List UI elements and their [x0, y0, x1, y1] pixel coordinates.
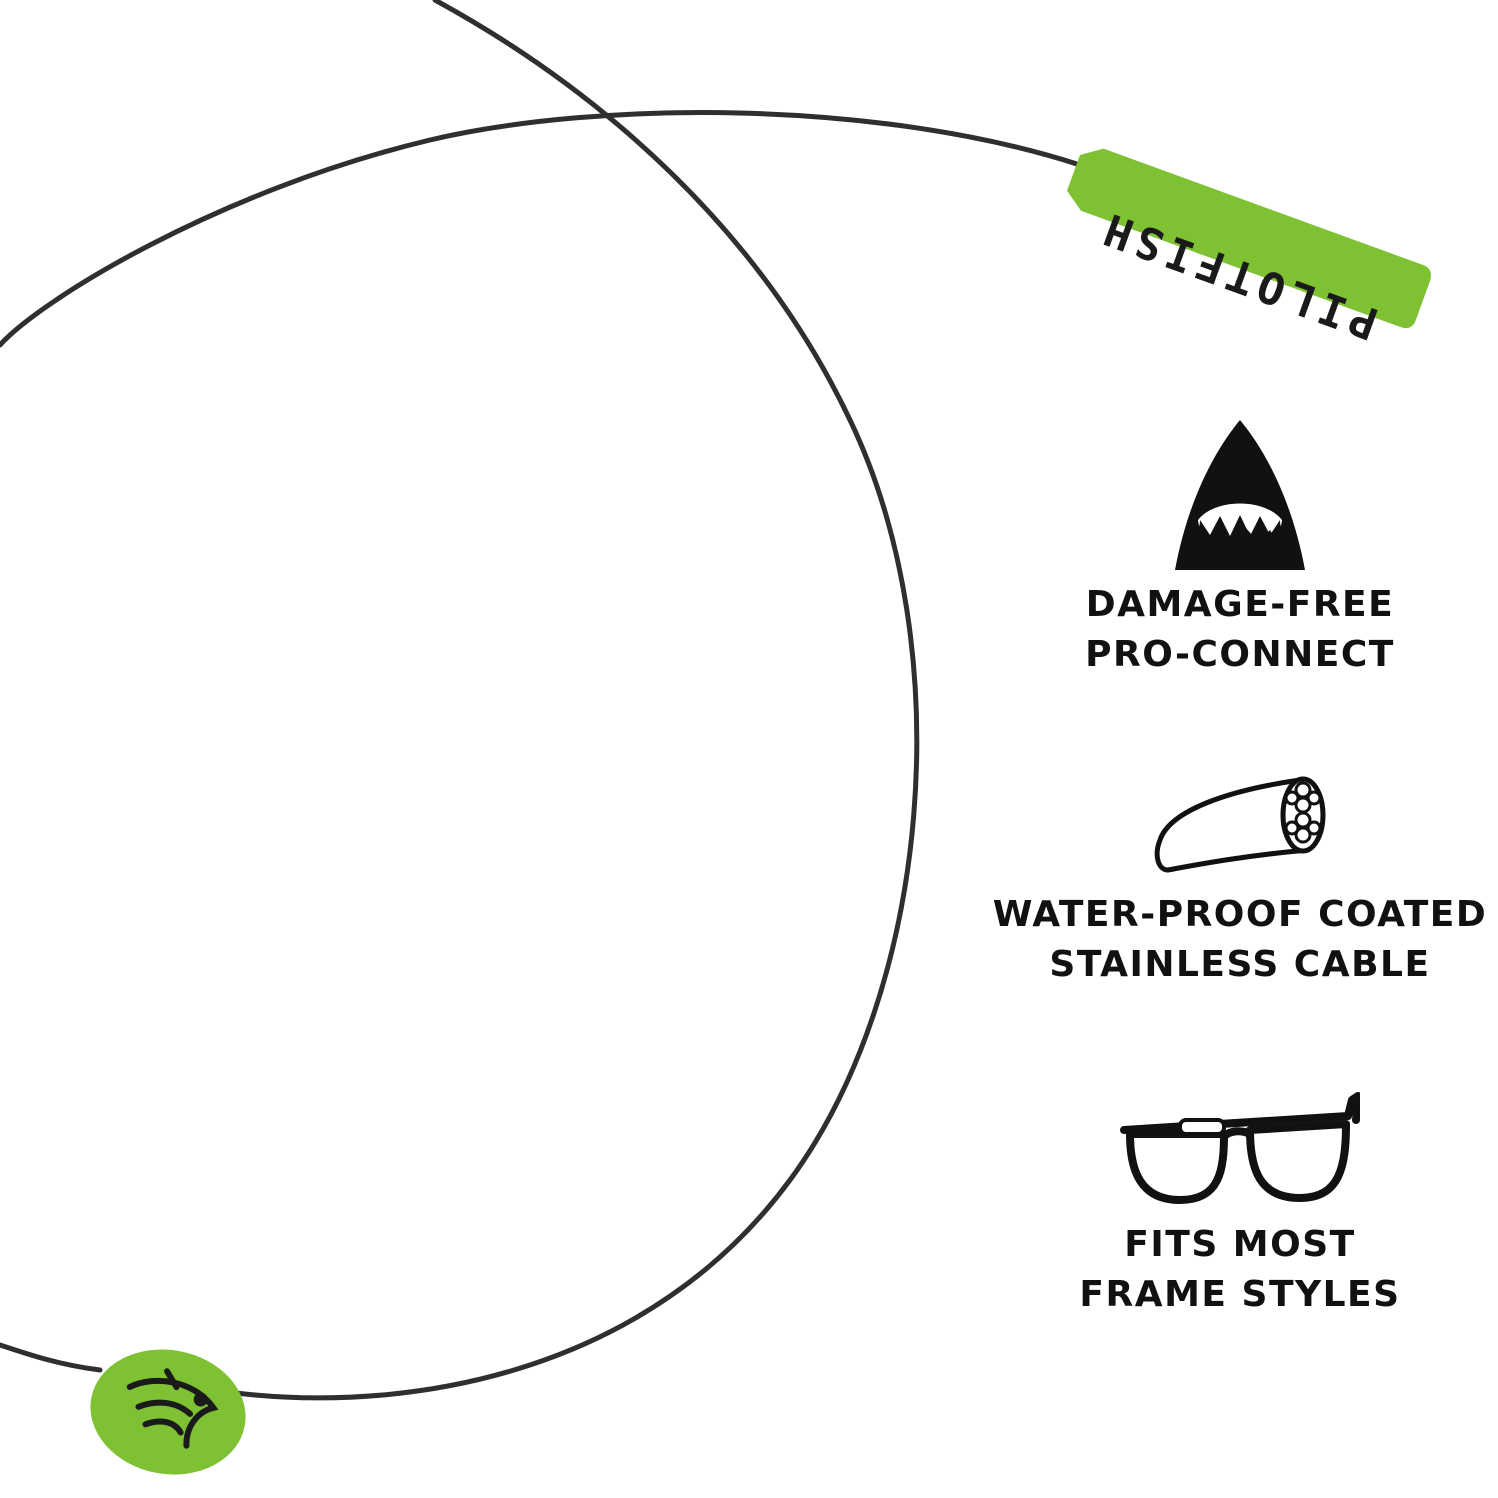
cable-crossing-strand: [117, 0, 920, 1401]
feature-frame-fit: FITS MOST FRAME STYLES: [960, 1090, 1498, 1320]
eyeglasses-icon: [1120, 1092, 1360, 1204]
feature-label-coated-cable: WATER-PROOF COATED STAINLESS CABLE: [992, 894, 1488, 985]
feature-coated-cable: WATER-PROOF COATED STAINLESS CABLE: [960, 770, 1498, 990]
cable-loop: [0, 110, 1083, 348]
feature-label-damage-free: DAMAGE-FREE PRO-CONNECT: [1085, 584, 1395, 675]
feature-label-frame-fit: FITS MOST FRAME STYLES: [1079, 1224, 1401, 1315]
cable-lower-left: [0, 1342, 103, 1373]
green-end-tip: PILOTFISH: [1067, 148, 1431, 349]
logo-bead: [90, 1349, 246, 1475]
shark-logo-icon: [126, 1368, 219, 1449]
shark-jaw-icon: [1175, 420, 1305, 570]
cable-strands-icon: [1154, 776, 1326, 873]
feature-damage-free: DAMAGE-FREE PRO-CONNECT: [960, 420, 1498, 680]
